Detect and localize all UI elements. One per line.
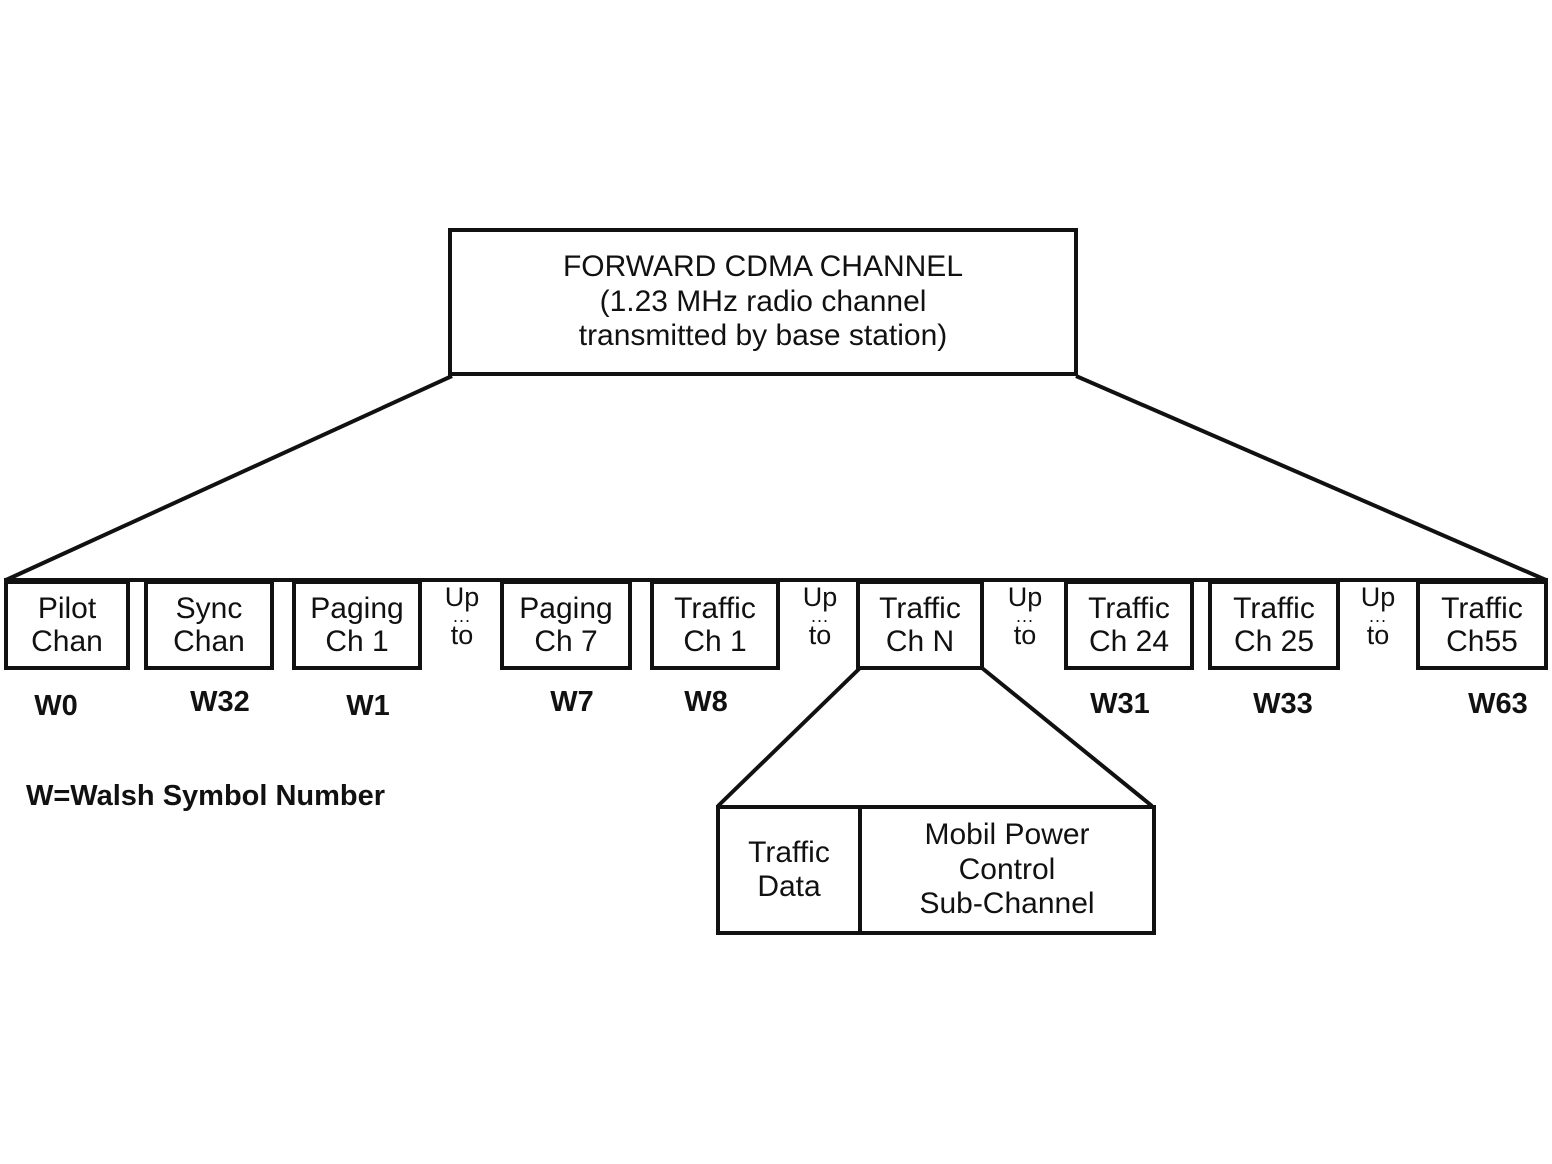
walsh-label: W1 [346, 690, 390, 722]
root-title: FORWARD CDMA CHANNEL [562, 250, 964, 284]
channel-label: Sync [175, 592, 243, 625]
channel-box-traffic-n: Traffic Ch N [856, 580, 984, 670]
channel-box-traffic-55: Traffic Ch55 [1416, 580, 1548, 670]
separator-up: Up [1007, 582, 1043, 612]
channel-box-paging-1: Paging Ch 1 [292, 580, 422, 670]
channel-box-traffic-24: Traffic Ch 24 [1064, 580, 1194, 670]
separator-up: Up [802, 582, 838, 612]
separator-to: to [1013, 619, 1037, 650]
walsh-label: W32 [190, 686, 250, 718]
separator-to: to [808, 619, 832, 650]
sub-channel-label: Control [958, 852, 1056, 886]
sub-channel-label: Mobil Power [924, 818, 1090, 852]
channel-label: Traffic [1088, 592, 1170, 625]
walsh-label: W8 [684, 686, 728, 718]
traffic-data-box: Traffic Data [716, 805, 862, 935]
channel-label: Traffic [1233, 592, 1315, 625]
channel-box-traffic-1: Traffic Ch 1 [650, 580, 780, 670]
channel-label: Chan [173, 625, 245, 658]
walsh-label: W33 [1253, 688, 1313, 720]
channel-label: Ch 1 [325, 625, 389, 658]
sub-channel-label: Sub-Channel [919, 887, 1095, 921]
channel-label: Pilot [37, 592, 97, 625]
separator-to: to [1366, 619, 1390, 650]
channel-label: Chan [31, 625, 103, 658]
channel-box-pilot: Pilot Chan [4, 580, 130, 670]
channel-label: Traffic [879, 592, 961, 625]
channel-label: Ch 24 [1088, 625, 1170, 658]
range-separator: Up ... to [432, 584, 492, 649]
walsh-label: W7 [550, 686, 594, 718]
walsh-legend: W=Walsh Symbol Number [26, 780, 386, 812]
separator-to: to [450, 619, 474, 650]
sub-channel-label: Data [757, 870, 821, 903]
channel-box-traffic-25: Traffic Ch 25 [1208, 580, 1340, 670]
separator-up: Up [444, 582, 480, 612]
power-control-subchannel-box: Mobil Power Control Sub-Channel [858, 805, 1156, 935]
channel-box-sync: Sync Chan [144, 580, 274, 670]
separator-dots: ... [810, 606, 829, 626]
root-left-connector [5, 374, 453, 582]
channel-label: Paging [519, 592, 613, 625]
root-subtitle-line2: transmitted by base station) [578, 319, 948, 353]
range-separator: Up ... to [1348, 584, 1408, 649]
channel-box-paging-7: Paging Ch 7 [500, 580, 632, 670]
channel-label: Paging [310, 592, 404, 625]
channel-label: Ch N [885, 625, 955, 658]
root-right-connector [1075, 374, 1547, 582]
separator-up: Up [1360, 582, 1396, 612]
channel-label: Ch 1 [683, 625, 747, 658]
sub-channel-label: Traffic [748, 835, 830, 869]
walsh-label: W0 [34, 690, 78, 722]
forward-cdma-channel-box: FORWARD CDMA CHANNEL (1.23 MHz radio cha… [448, 228, 1078, 376]
channel-label: Traffic [1441, 592, 1523, 625]
channel-label: Ch55 [1446, 625, 1518, 658]
range-separator: Up ... to [790, 584, 850, 649]
traffic-n-right-connector [980, 666, 1154, 808]
separator-dots: ... [1368, 606, 1387, 626]
separator-dots: ... [1015, 606, 1034, 626]
walsh-label: W31 [1090, 688, 1150, 720]
channel-label: Traffic [674, 592, 756, 625]
separator-dots: ... [452, 606, 471, 626]
range-separator: Up ... to [995, 584, 1055, 649]
channel-label: Ch 25 [1233, 625, 1315, 658]
traffic-n-left-connector [716, 666, 862, 808]
root-subtitle-line1: (1.23 MHz radio channel [599, 284, 927, 318]
walsh-label: W63 [1468, 688, 1528, 720]
channel-label: Ch 7 [534, 625, 598, 658]
